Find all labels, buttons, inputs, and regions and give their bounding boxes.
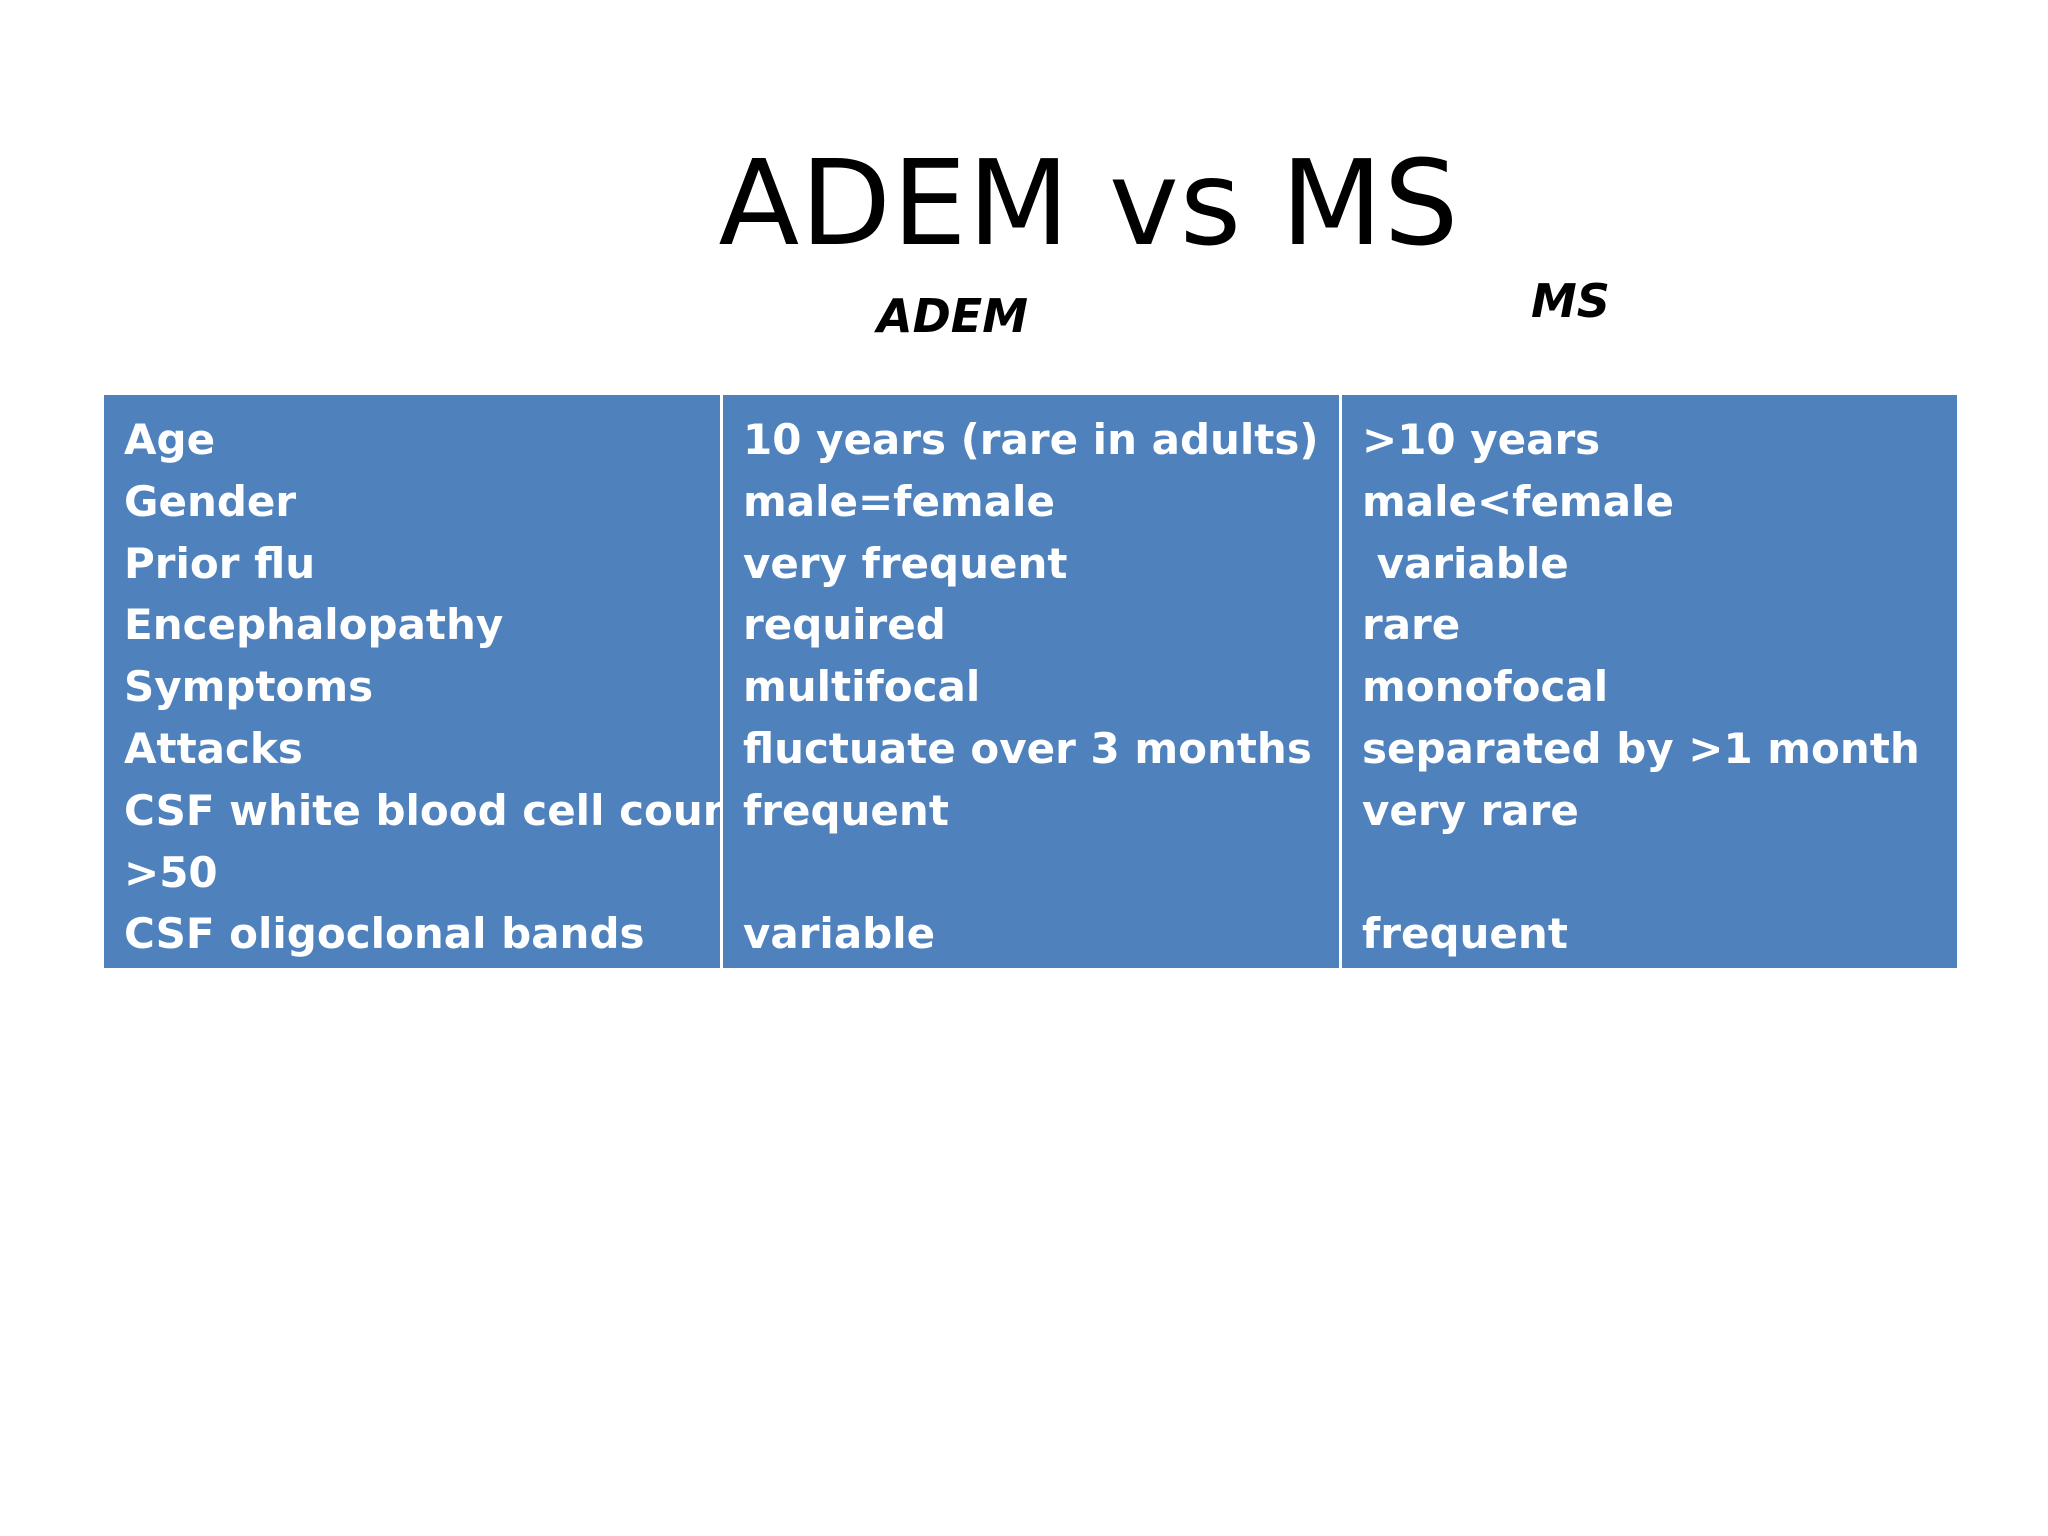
adem-value: frequent [743,785,949,835]
adem-column: 10 years (rare in adults) male=female ve… [723,395,1339,968]
feature-label: CSF white blood cell count [124,785,753,835]
adem-value: very frequent [743,538,1068,588]
ms-value: frequent [1362,909,1568,959]
ms-value: >10 years [1362,415,1601,464]
slide-title: ADEM vs MS [718,134,1460,272]
comparison-table: Age Gender Prior flu Encephalopathy Symp… [104,395,1957,968]
adem-value [743,842,1339,904]
features-column: Age Gender Prior flu Encephalopathy Symp… [104,395,753,968]
adem-value: required [743,600,946,650]
feature-label: Symptoms [124,662,374,712]
feature-label: Encephalopathy [124,600,504,650]
feature-label: >50 [124,847,218,897]
feature-label: Prior flu [124,538,316,588]
ms-value: separated by >1 month [1362,723,1920,773]
ms-value: male<female [1362,476,1674,526]
feature-label: Attacks [124,723,303,773]
feature-label: Gender [124,476,297,526]
ms-value [1362,842,1957,904]
adem-value: multifocal [743,662,981,712]
ms-value: rare [1362,600,1461,650]
feature-label: Age [124,415,216,464]
adem-value: fluctuate over 3 months [743,723,1312,773]
adem-value: 10 years (rare in adults) [743,415,1319,464]
adem-value: variable [743,909,936,959]
ms-value: very rare [1362,785,1579,835]
adem-value: male=female [743,476,1055,526]
column-header-ms: MS [1531,274,1610,328]
ms-value: monofocal [1362,662,1609,712]
column-header-adem: ADEM [877,289,1028,343]
ms-column: >10 years male<female variable rare mono… [1342,395,1957,968]
feature-label: CSF oligoclonal bands [124,909,645,959]
ms-value: variable [1362,538,1569,588]
